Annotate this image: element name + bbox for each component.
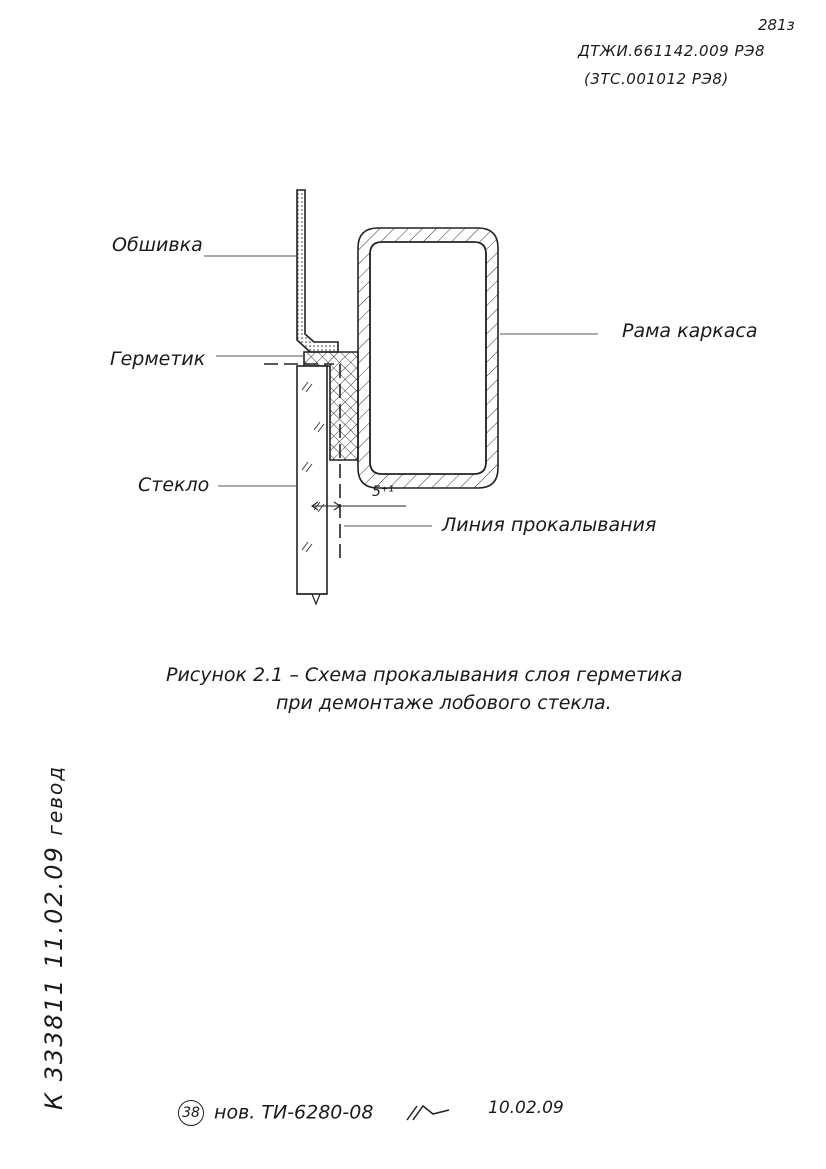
piercing-line — [264, 363, 341, 560]
stamp-signature: гевод — [43, 764, 67, 836]
label-skin: Обшивка — [112, 234, 203, 256]
dimension-label: 5⁺¹ — [372, 484, 394, 500]
figure-caption-line2: при демонтаже лобового стекла. — [276, 692, 612, 714]
revision-note-text: нов. ТИ-6280-08 — [214, 1101, 374, 1124]
stamp-text: К 333811 11.02.09 — [40, 845, 68, 1110]
glass-section — [296, 365, 328, 606]
revision-date: 10.02.09 — [488, 1098, 564, 1118]
label-sealant: Герметик — [110, 348, 206, 370]
leader-lines — [204, 255, 598, 527]
label-glass: Стекло — [138, 474, 210, 496]
frame-section — [357, 227, 499, 489]
document-code: ДТЖИ.661142.009 РЭ8 — [578, 42, 766, 60]
signature-mark — [403, 1102, 453, 1125]
dimension-marker — [311, 501, 406, 511]
skin-section — [296, 189, 339, 353]
figure-caption-line1: Рисунок 2.1 – Схема прокалывания слоя ге… — [166, 664, 683, 686]
label-piercing-line: Линия прокалывания — [442, 514, 657, 536]
revision-note: 38 нов. ТИ-6280-08 — [178, 1100, 453, 1126]
page-number: 281з — [758, 16, 795, 34]
document-code-alt: (3ТС.001012 РЭ8) — [584, 70, 729, 88]
registration-stamp: К 333811 11.02.09 гевод — [40, 765, 68, 1110]
revision-number-circle: 38 — [178, 1100, 204, 1126]
label-frame: Рама каркаса — [622, 320, 758, 342]
